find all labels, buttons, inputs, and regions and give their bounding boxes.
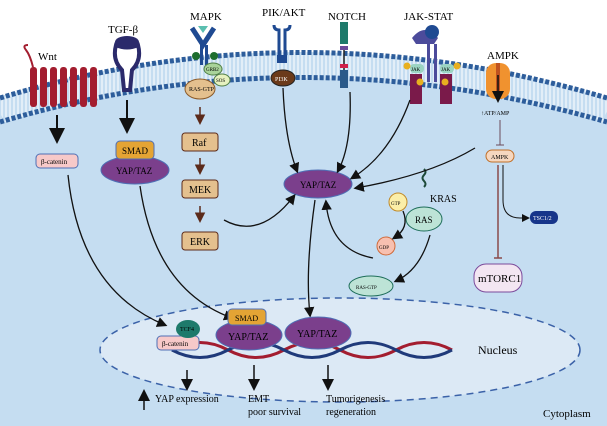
- outcome-poor-survival: poor survival: [248, 407, 301, 418]
- tcf4-node: [176, 320, 200, 338]
- erk-label: ERK: [190, 237, 211, 248]
- label-wnt: Wnt: [38, 51, 57, 63]
- smad-label: SMAD: [122, 146, 149, 156]
- ras-label: RAS: [415, 215, 433, 225]
- label-notch: NOTCH: [328, 11, 366, 23]
- smad-node: [115, 140, 155, 160]
- outcome-tumorigenesis: Tumorigenesis: [326, 394, 385, 405]
- mek-label: MEK: [189, 185, 212, 196]
- label-ampk: AMPK: [487, 50, 519, 62]
- gdp-node: [376, 236, 396, 256]
- mtorc1-label: mTORC1: [478, 273, 521, 285]
- pi3k-label: PI3K: [275, 77, 288, 83]
- yap-taz-central-label: YAP/TAZ: [300, 180, 336, 190]
- wnt-receptor: [23, 44, 97, 107]
- ras-node: [405, 206, 443, 232]
- mapk-receptor: [189, 26, 218, 65]
- label-jak-stat: JAK-STAT: [404, 11, 454, 23]
- beta-catenin-nuclear-label: β-catenin: [162, 340, 189, 348]
- ras-gtp-node: [348, 275, 394, 297]
- yap-taz-nuclear: [284, 316, 352, 350]
- tcf4-label: TCF4: [180, 327, 194, 333]
- tsc-label: TSC1/2: [533, 216, 552, 222]
- ampk-channel: [486, 63, 510, 103]
- label-tgf: TGF-β: [108, 24, 138, 36]
- outcome-yap-expression: YAP expression: [155, 394, 219, 405]
- phospho-p: [441, 78, 449, 86]
- jak-left-label: JAK: [411, 68, 421, 73]
- kras-label: KRAS: [430, 194, 457, 205]
- nucleus-label: Nucleus: [478, 343, 518, 357]
- phospho-p: [453, 62, 461, 70]
- smad-nuclear: [227, 308, 267, 326]
- grb2-node: GRB2: [206, 68, 219, 73]
- outcome-emt: EMT: [248, 394, 269, 405]
- mtorc1-node: [473, 263, 523, 293]
- label-pik-akt: PIK/AKT: [262, 7, 306, 19]
- smad-nuclear-label: SMAD: [235, 314, 258, 323]
- atp-amp-label: ↑ATP/AMP: [481, 111, 510, 117]
- yap-taz-label: YAP/TAZ: [116, 166, 152, 176]
- ras-gtp-label: RAS-GTP: [356, 286, 377, 291]
- jak-right-label: JAK: [441, 68, 451, 73]
- phospho-p: [416, 78, 424, 86]
- pathway-arrows: [67, 87, 476, 327]
- gtp-label: GTP: [391, 202, 401, 207]
- erk-box: [181, 231, 219, 251]
- yap-taz-nuclear-label: YAP/TAZ: [228, 332, 268, 343]
- yap-taz-nuclear2-label: YAP/TAZ: [297, 329, 337, 340]
- ampk-node: [485, 149, 515, 163]
- mek-box: [181, 179, 219, 199]
- beta-catenin-nuclear: [156, 335, 200, 351]
- sos-node: SOS: [216, 79, 225, 84]
- label-mapk: MAPK: [190, 11, 222, 23]
- yap-taz-central: [283, 169, 353, 199]
- ampk-node-label: AMPK: [491, 155, 509, 161]
- tgf-receptor: [112, 36, 142, 92]
- beta-catenin-node: [35, 153, 79, 169]
- cytoplasm-label: Cytoplasm: [543, 408, 591, 420]
- gdp-label: GDP: [379, 246, 389, 251]
- pik-akt-receptor: [270, 24, 296, 87]
- gtp-node: [388, 192, 408, 212]
- beta-catenin-label: β-catenin: [41, 158, 68, 166]
- outcome-arrows: [138, 365, 334, 410]
- ras-gtp-node: RAS-GTP: [189, 87, 215, 93]
- notch-receptor: [340, 22, 348, 88]
- phospho-p: [403, 62, 411, 70]
- outcome-regeneration: regeneration: [326, 407, 376, 418]
- tsc-node: [530, 211, 558, 224]
- raf-label: Raf: [192, 138, 207, 149]
- raf-box: [181, 132, 219, 152]
